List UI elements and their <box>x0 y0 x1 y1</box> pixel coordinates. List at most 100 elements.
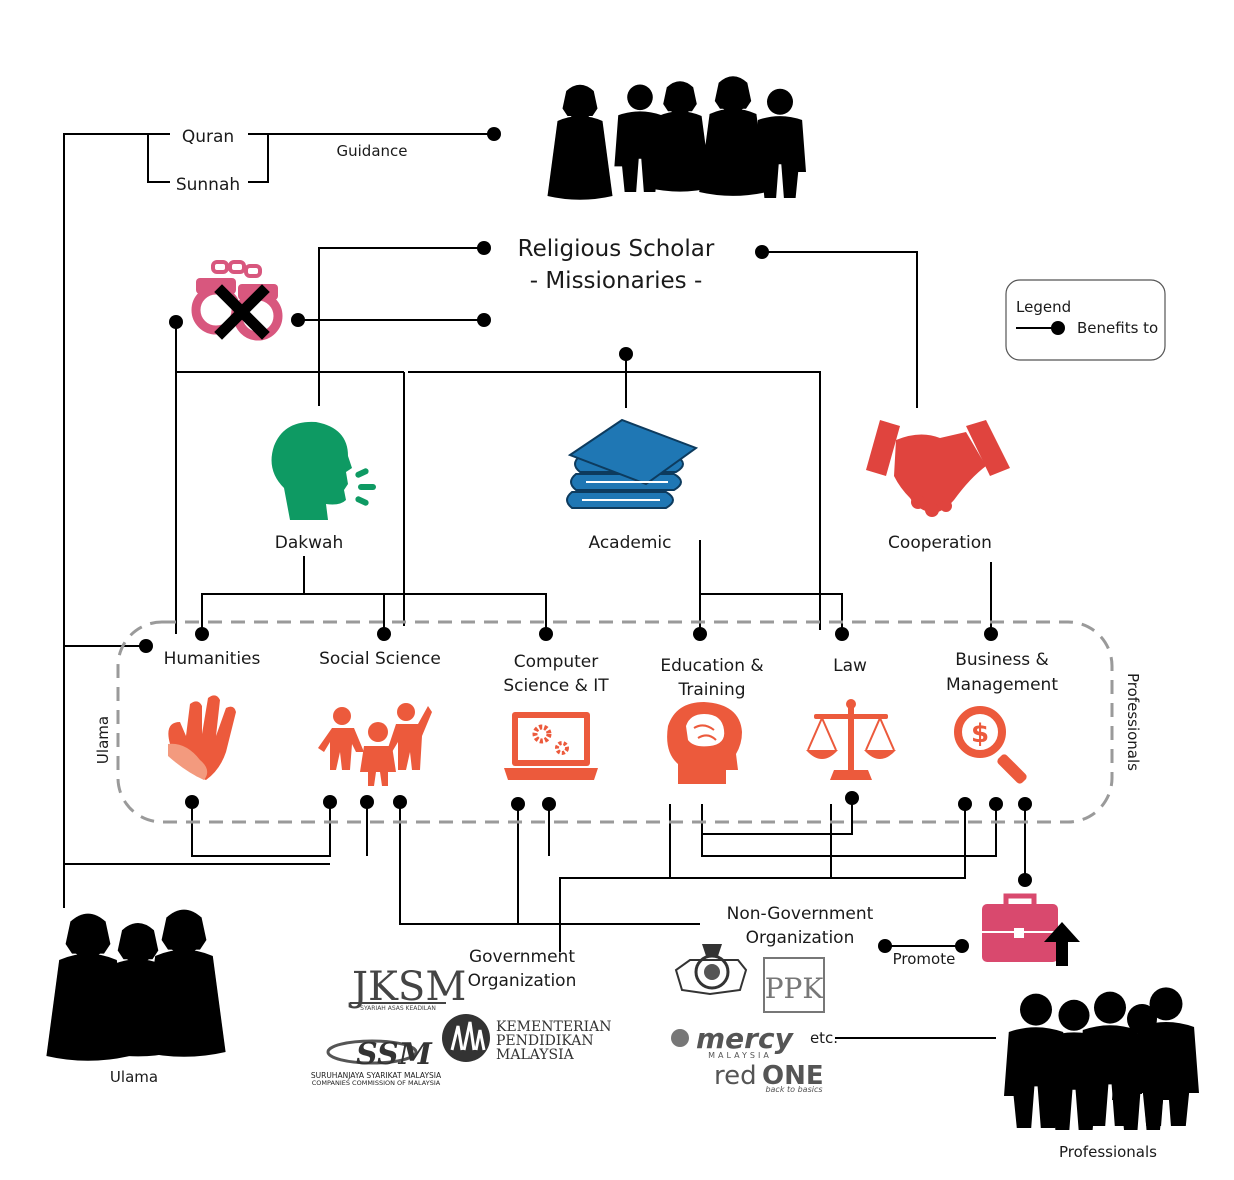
legend-title: Legend <box>1016 298 1071 316</box>
dot <box>958 797 972 811</box>
wire-quran-to-ulama <box>63 133 170 908</box>
dakwah-label: Dakwah <box>275 533 343 553</box>
legend-box: Legend Benefits to <box>1005 279 1166 361</box>
dot <box>291 313 305 327</box>
svg-text:PPK: PPK <box>765 972 825 1005</box>
quran-label: Quran <box>182 127 234 147</box>
dot <box>169 315 183 329</box>
scholars-silhouette-icon <box>547 76 806 200</box>
professionals-caption: Professionals <box>1059 1143 1157 1161</box>
ssm-logo: SSM SURUHANJAYA SYARIKAT MALAYSIA COMPAN… <box>311 1037 442 1087</box>
wire-scholar-cooperation <box>762 251 918 408</box>
religious-scholar-subtitle: - Missionaries - <box>530 268 703 294</box>
dot <box>139 639 153 653</box>
field-law: Law <box>833 656 867 676</box>
wire-dakwah-fields <box>201 593 547 634</box>
dot <box>477 241 491 255</box>
svg-text:MALAYSIA: MALAYSIA <box>496 1047 575 1063</box>
svg-text:KEMENTERIAN: KEMENTERIAN <box>496 1019 611 1035</box>
handcuffs-icon <box>191 260 283 341</box>
field-business-line2: Management <box>946 675 1058 695</box>
dot <box>619 347 633 361</box>
dot <box>955 939 969 953</box>
academic-label: Academic <box>589 533 672 553</box>
guidance-label: Guidance <box>337 142 408 160</box>
field-business-line1: Business & <box>955 650 1049 670</box>
dot <box>984 627 998 641</box>
field-education-line2: Training <box>677 680 745 700</box>
svg-text:ONE: ONE <box>762 1061 824 1091</box>
svg-text:back to basics: back to basics <box>765 1085 822 1094</box>
dot <box>393 795 407 809</box>
dot <box>989 797 1003 811</box>
ulama-side-label: Ulama <box>94 716 112 764</box>
dot <box>835 627 849 641</box>
mercy-malaysia-logo: mercy MALAYSIA <box>671 1022 795 1060</box>
redone-logo: red ONE back to basics <box>714 1061 824 1094</box>
helping-hands-icon <box>168 695 236 780</box>
connector-lines <box>63 133 1026 1039</box>
ulama-silhouette-icon <box>46 909 226 1061</box>
wire-quran-sunnah-left <box>147 133 170 183</box>
jksm-logo: JKSM SYARIAH ASAS KEADILAN <box>348 964 466 1012</box>
ngo-line1: Non-Government <box>727 904 874 924</box>
field-humanities: Humanities <box>164 649 261 669</box>
wire-ngo <box>559 804 966 952</box>
wire-edu-biz <box>701 804 997 857</box>
government-org-line1: Government <box>469 947 575 967</box>
dot <box>377 627 391 641</box>
connector-dots <box>139 127 1032 953</box>
cooperation-label: Cooperation <box>888 533 992 553</box>
speaking-head-icon <box>271 421 376 520</box>
wire-academic-law <box>408 371 821 630</box>
svg-text:red: red <box>714 1061 757 1091</box>
wire-law-out <box>702 798 853 835</box>
svg-text:PENDIDIKAN: PENDIDIKAN <box>496 1033 594 1049</box>
wire-hum-social <box>191 802 331 857</box>
kpm-logo: KEMENTERIAN PENDIDIKAN MALAYSIA <box>442 1014 611 1063</box>
ngo-line2: Organization <box>746 928 855 948</box>
dot <box>542 797 556 811</box>
money-search-icon: $ <box>954 706 1027 784</box>
dot <box>195 627 209 641</box>
dot <box>693 627 707 641</box>
dot <box>755 245 769 259</box>
promote-label: Promote <box>893 950 956 968</box>
ulama-professionals-group-box <box>116 620 1114 824</box>
handshake-icon <box>866 420 1010 517</box>
ulama-caption: Ulama <box>110 1068 158 1086</box>
svg-text:SSM: SSM <box>356 1037 433 1072</box>
dot <box>1018 797 1032 811</box>
legend-benefits-to: Benefits to <box>1077 319 1158 337</box>
wire-scholar-dakwah <box>318 247 484 406</box>
dot <box>878 939 892 953</box>
svg-text:MALAYSIA: MALAYSIA <box>708 1051 772 1060</box>
svg-text:SYARIAH ASAS KEADILAN: SYARIAH ASAS KEADILAN <box>360 1005 436 1012</box>
svg-text:SURUHANJAYA SYARIKAT MALAYSIA: SURUHANJAYA SYARIKAT MALAYSIA <box>311 1071 442 1080</box>
government-org-line2: Organization <box>468 971 577 991</box>
dot <box>511 797 525 811</box>
books-icon <box>566 418 699 509</box>
wire-quran-sunnah-right <box>248 133 269 183</box>
ngo-crest-logo <box>674 944 748 996</box>
dot <box>487 127 501 141</box>
dot <box>185 795 199 809</box>
professionals-side-label: Professionals <box>1124 673 1142 771</box>
laptop-gears-icon <box>504 712 598 780</box>
dot <box>323 795 337 809</box>
professionals-silhouette-icon <box>1004 987 1199 1130</box>
group-people-icon <box>318 703 432 786</box>
ppk-logo: PPK <box>763 957 825 1013</box>
dot <box>539 627 553 641</box>
wire-social-gov <box>399 802 518 925</box>
sunnah-label: Sunnah <box>176 175 240 195</box>
field-education-line1: Education & <box>660 656 763 676</box>
brain-head-icon <box>667 702 742 784</box>
dot <box>845 791 859 805</box>
etc-label: etc. <box>810 1029 838 1047</box>
field-computer-science-line1: Computer <box>514 652 599 672</box>
scales-of-justice-icon <box>806 699 896 780</box>
religious-scholar-title: Religious Scholar <box>518 236 715 262</box>
